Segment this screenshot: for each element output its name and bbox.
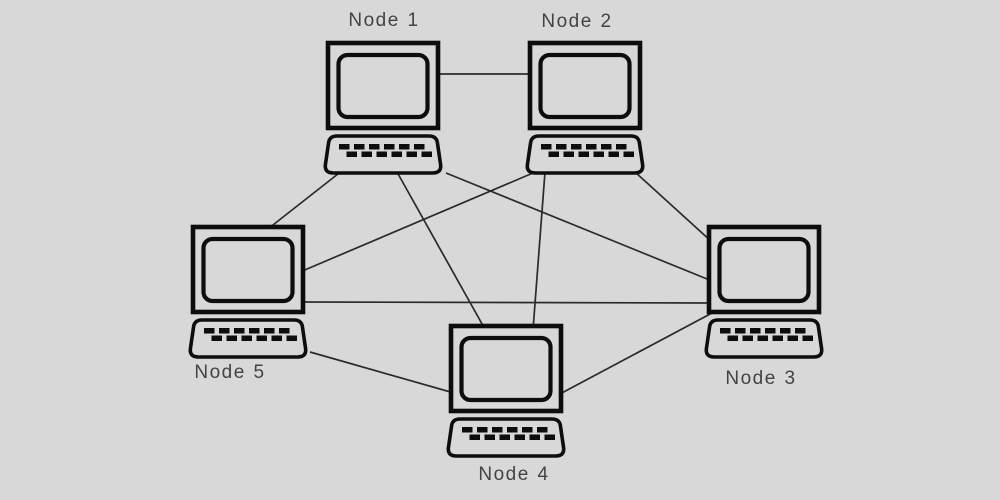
monitor-screen [717,236,811,304]
node-label: Node 4 [478,464,550,485]
node-label: Node 1 [348,10,420,31]
connection-line-node3-node4 [557,312,713,396]
desktop-computer-icon [323,40,443,175]
connection-line-node1-node5 [263,169,344,233]
desktop-computer-icon [704,224,824,359]
network-node-node1: Node 1 [313,10,453,176]
keyboard-keys [720,328,813,341]
connection-line-node2-node4 [532,171,546,331]
connection-line-node2-node3 [634,171,713,243]
monitor-screen [336,52,430,120]
node-label: Node 3 [725,368,797,389]
keyboard-keys [462,427,555,440]
network-node-node5: Node 5 [178,224,318,383]
connection-line-node2-node5 [299,172,534,273]
monitor-screen [538,52,632,120]
network-node-node4: Node 4 [436,323,576,485]
desktop-computer-icon [446,323,566,458]
desktop-computer-icon [188,224,308,359]
network-node-node3: Node 3 [694,224,834,389]
monitor-screen [459,335,553,403]
monitor-screen [201,236,295,304]
node-label: Node 5 [194,362,266,383]
keyboard-keys [339,144,432,157]
connection-line-node1-node4 [396,171,487,332]
keyboard-keys [541,144,634,157]
network-node-node2: Node 2 [515,11,655,176]
connection-line-node4-node5 [309,351,455,394]
keyboard-keys [204,328,297,341]
desktop-computer-icon [525,40,645,175]
connection-line-node3-node5 [299,301,713,304]
node-label: Node 2 [541,11,613,32]
connection-line-node1-node3 [445,172,713,282]
